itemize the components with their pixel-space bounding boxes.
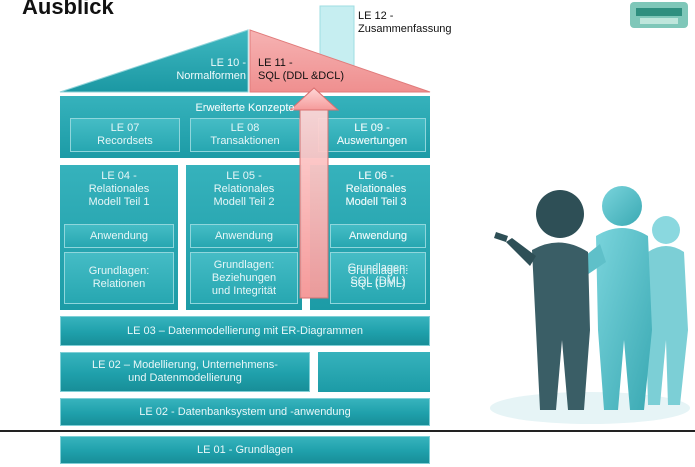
- le02-modeling-side-block: [318, 352, 430, 392]
- le04-title: LE 04 - Relationales Modell Teil 1: [88, 170, 150, 208]
- le04-application: Anwendung: [64, 224, 174, 248]
- le04-basics: Grundlagen: Relationen: [64, 252, 174, 304]
- le02-modeling-layer: LE 02 – Modellierung, Unternehmens- und …: [60, 352, 310, 392]
- advanced-concepts-heading: Erweiterte Konzepte: [195, 102, 295, 114]
- le06-basics: Grundlagen: SQL (DML): [330, 252, 426, 304]
- roof-right-label: LE 11 - SQL (DDL &DCL): [258, 57, 344, 82]
- le05-basics: Grundlagen: Beziehungen und Integrität: [190, 252, 298, 304]
- le03-layer: LE 03 – Datenmodellierung mit ER-Diagram…: [60, 316, 430, 346]
- le01-layer: LE 01 - Grundlagen: [60, 436, 430, 464]
- le05-title: LE 05 - Relationales Modell Teil 2: [213, 170, 275, 208]
- advanced-concepts-heading-overlay: Erweiterte Konzepte: [195, 102, 295, 114]
- le07-block: LE 07 Recordsets: [70, 118, 180, 152]
- chimney-label: LE 12 - Zusammenfassung: [358, 10, 452, 35]
- le06-title-overlay: LE 06 - Relationales Modell Teil 3: [345, 170, 407, 208]
- logo-icon: [630, 2, 688, 28]
- le06-basics-overlay: Grundlagen: SQL (DML): [347, 262, 409, 287]
- slide-title: Ausblick: [22, 0, 114, 19]
- le02-dbsystem-layer: LE 02 - Datenbanksystem und -anwendung: [60, 398, 430, 426]
- presenter-figures-illustration: [490, 186, 690, 424]
- baseline-divider: [0, 430, 695, 432]
- le09-block: LE 09 - Auswertungen: [318, 118, 426, 152]
- le05-application: Anwendung: [190, 224, 298, 248]
- le06-application-overlay: Anwendung: [348, 230, 408, 242]
- le09-block-label-overlay: LE 09 - Auswertungen: [336, 122, 408, 147]
- le06-title: LE 06 - Relationales Modell Teil 3: [345, 170, 407, 208]
- le08-block: LE 08 Transaktionen: [190, 118, 300, 152]
- le06-application: Anwendung: [330, 224, 426, 248]
- roof-left-label: LE 10 - Normalformen: [176, 57, 246, 82]
